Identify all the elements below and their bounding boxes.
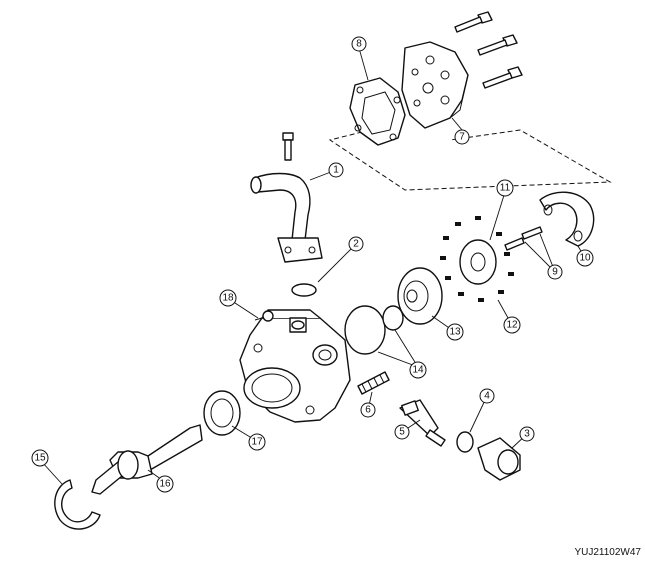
- callout-6: 6: [360, 402, 376, 418]
- callout-13: 13: [446, 323, 464, 341]
- callout-1: 1: [328, 162, 344, 178]
- callout-3: 3: [519, 426, 535, 442]
- pump-body: [239, 309, 351, 423]
- callout-5: 5: [394, 424, 410, 440]
- callout-8: 8: [351, 36, 367, 52]
- snap-ring: [54, 479, 101, 530]
- svg-text:11: 11: [500, 183, 511, 194]
- svg-text:10: 10: [579, 253, 591, 264]
- rotor: [459, 239, 497, 285]
- cover-bolts: [454, 11, 523, 89]
- flow-control-valve: [399, 399, 446, 447]
- gasket: [349, 77, 406, 146]
- dowel-pins: [504, 226, 543, 251]
- svg-text:15: 15: [34, 453, 46, 464]
- bolt-top: [454, 11, 493, 33]
- callout-9: 9: [547, 264, 563, 280]
- bolt-lower: [482, 66, 523, 89]
- svg-text:1: 1: [333, 165, 339, 176]
- callout-18: 18: [219, 289, 237, 307]
- rear-cover: [401, 41, 469, 129]
- svg-text:18: 18: [222, 293, 234, 304]
- svg-text:2: 2: [353, 239, 359, 250]
- svg-text:13: 13: [449, 327, 461, 338]
- callout-4: 4: [479, 388, 495, 404]
- callouts: 1 2 3 4 5 6 7 8 9 10 11 12 13 14 15 16 1…: [31, 36, 594, 493]
- callout-14: 14: [409, 361, 427, 379]
- callout-12: 12: [503, 316, 521, 334]
- callout-15: 15: [31, 449, 49, 467]
- callout-11: 11: [496, 179, 514, 197]
- svg-text:7: 7: [459, 132, 465, 143]
- bolt-middle: [477, 34, 518, 56]
- svg-text:4: 4: [484, 391, 490, 402]
- flow-control-spring: [357, 371, 390, 395]
- svg-text:16: 16: [159, 479, 171, 490]
- cam-ring: [539, 191, 595, 247]
- side-plate: [397, 267, 443, 325]
- outlet-pipe: [250, 132, 323, 263]
- oil-seal: [203, 390, 241, 436]
- svg-text:3: 3: [524, 429, 530, 440]
- vanes: [440, 216, 514, 302]
- figure-reference-code: YUJ21102W47: [574, 547, 641, 558]
- svg-text:14: 14: [412, 365, 424, 376]
- svg-text:8: 8: [356, 39, 362, 50]
- o-rings-pair: [344, 305, 404, 355]
- drive-shaft: [91, 424, 203, 495]
- callout-7: 7: [454, 129, 470, 145]
- callout-10: 10: [576, 249, 594, 267]
- callout-17: 17: [248, 433, 266, 451]
- svg-text:6: 6: [365, 405, 371, 416]
- connector: [477, 437, 521, 481]
- callout-2: 2: [348, 236, 364, 252]
- o-ring-connector: [456, 431, 474, 453]
- o-ring-small: [291, 283, 317, 297]
- callout-16: 16: [156, 475, 174, 493]
- svg-text:17: 17: [251, 437, 263, 448]
- svg-text:5: 5: [399, 427, 405, 438]
- svg-text:12: 12: [506, 320, 518, 331]
- svg-text:9: 9: [552, 267, 558, 278]
